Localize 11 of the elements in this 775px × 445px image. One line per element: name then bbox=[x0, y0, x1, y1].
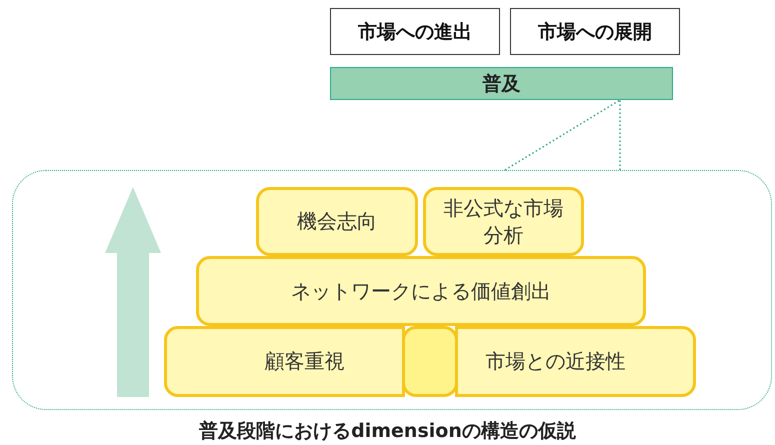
pyramid-block: 非公式な市場分析 bbox=[423, 187, 584, 256]
label-box: 市場への進出 bbox=[330, 8, 500, 55]
pyramid-block: 顧客重視 bbox=[164, 326, 405, 397]
pyramid-block: 機会志向 bbox=[256, 187, 418, 256]
caption: 普及段階におけるdimensionの構造の仮説 bbox=[198, 419, 577, 444]
label-box: 普及 bbox=[330, 67, 673, 100]
pyramid-block: 市場との近接性 bbox=[455, 326, 696, 397]
callout-pointer bbox=[504, 99, 621, 171]
callout-frame bbox=[12, 170, 772, 410]
label-box: 市場への展開 bbox=[510, 8, 680, 55]
pyramid-block: ネットワークによる価値創出 bbox=[196, 256, 646, 326]
